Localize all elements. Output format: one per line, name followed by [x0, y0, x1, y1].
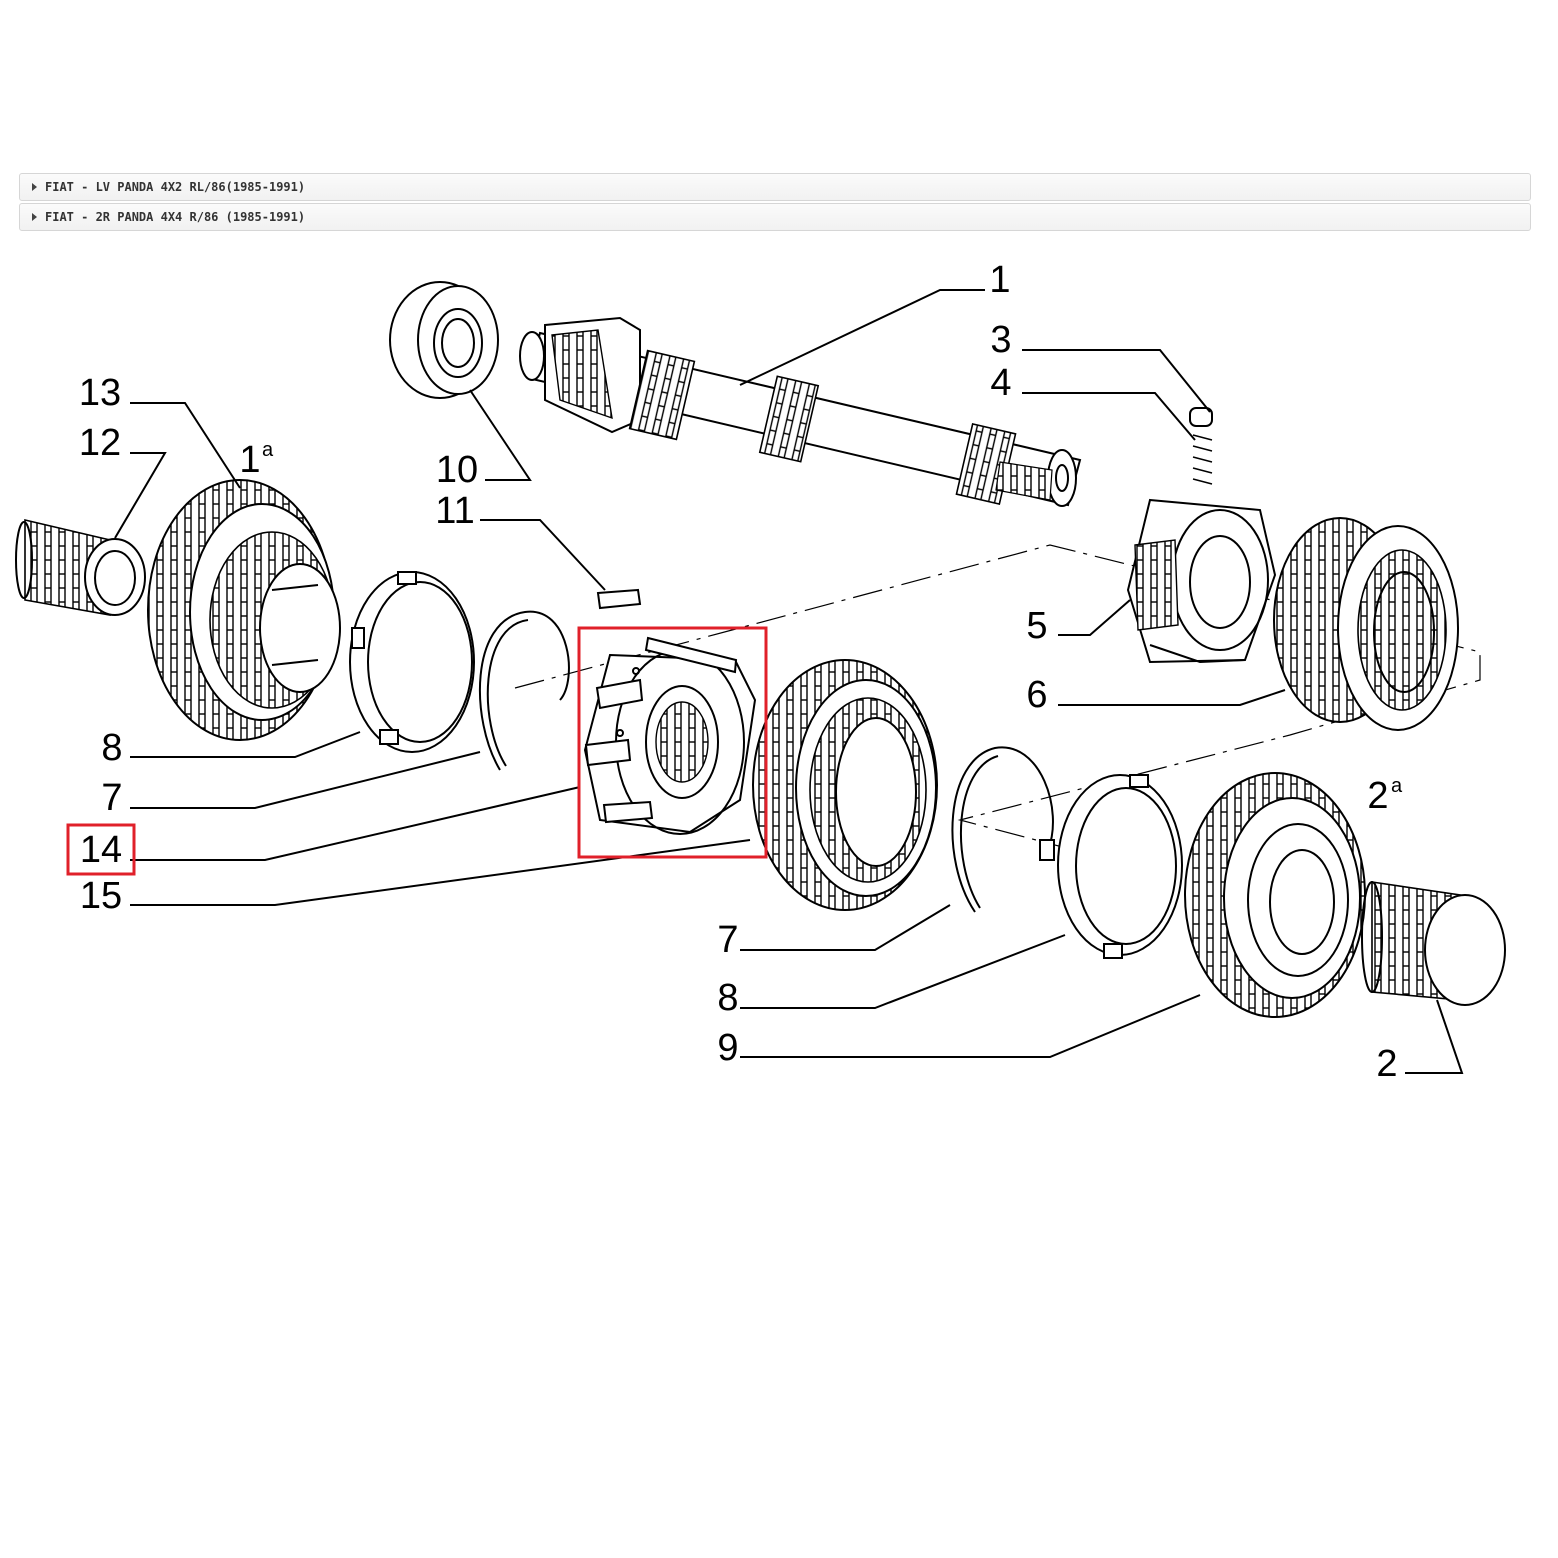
accordion-label: FIAT - LV PANDA 4X2 RL/86(1985-1991) [45, 180, 306, 194]
accordion-lv-panda-4x2[interactable]: FIAT - LV PANDA 4X2 RL/86(1985-1991) [19, 173, 1531, 201]
gear-label-first-sup: a [262, 439, 274, 461]
needle-bearing-left [15, 518, 146, 616]
callout-1: 1 [989, 259, 1010, 301]
callout-4: 4 [990, 362, 1011, 404]
synchro-ring-right [1039, 774, 1183, 959]
gear-label-first: 1 [239, 439, 260, 481]
first-gear [147, 479, 341, 741]
callouts: 1 3 4 5 6 13 12 10 11 8 7 14 15 7 8 9 2 … [79, 259, 1403, 1085]
key [596, 588, 642, 610]
accordion-label: FIAT - 2R PANDA 4X4 R/86 (1985-1991) [45, 210, 306, 224]
callout-8-left: 8 [101, 727, 122, 769]
leader-lines [114, 289, 1464, 1074]
callout-10: 10 [436, 449, 478, 491]
caret-right-icon [32, 183, 37, 191]
highlights [66, 626, 768, 876]
synchro-ring-left [349, 571, 475, 753]
synchro-hub-upper [1126, 498, 1277, 664]
callout-14: 14 [80, 829, 122, 871]
callout-7-right: 7 [717, 919, 738, 961]
callout-5: 5 [1026, 605, 1047, 647]
sleeve-gear-upper [1273, 517, 1459, 731]
spring-clip-left [479, 610, 570, 771]
callout-2: 2 [1376, 1043, 1397, 1085]
gear-label-second-sup: a [1391, 775, 1403, 797]
callout-7-left: 7 [101, 777, 122, 819]
second-gear [1184, 772, 1366, 1018]
gear-label-second: 2 [1367, 775, 1388, 817]
callout-12: 12 [79, 422, 121, 464]
synchro-hub-14 [583, 636, 757, 835]
spring-clip-right [951, 746, 1054, 913]
callout-9: 9 [717, 1027, 738, 1069]
highlight-callout-box [66, 823, 136, 876]
callout-3: 3 [990, 319, 1011, 361]
sleeve-15 [752, 659, 938, 911]
callout-13: 13 [79, 372, 121, 414]
callout-8-right: 8 [717, 977, 738, 1019]
callout-15: 15 [80, 875, 122, 917]
callout-6: 6 [1026, 674, 1047, 716]
detent-pin-spring [1189, 407, 1213, 485]
callout-11: 11 [435, 490, 474, 532]
ball-bearing [389, 281, 499, 399]
axis-lines [514, 544, 1481, 871]
needle-bearing-right [1361, 881, 1506, 1006]
caret-right-icon [32, 213, 37, 221]
main-shaft [519, 316, 1082, 507]
accordion-2r-panda-4x4[interactable]: FIAT - 2R PANDA 4X4 R/86 (1985-1991) [19, 203, 1531, 231]
highlight-part-box [577, 626, 768, 859]
